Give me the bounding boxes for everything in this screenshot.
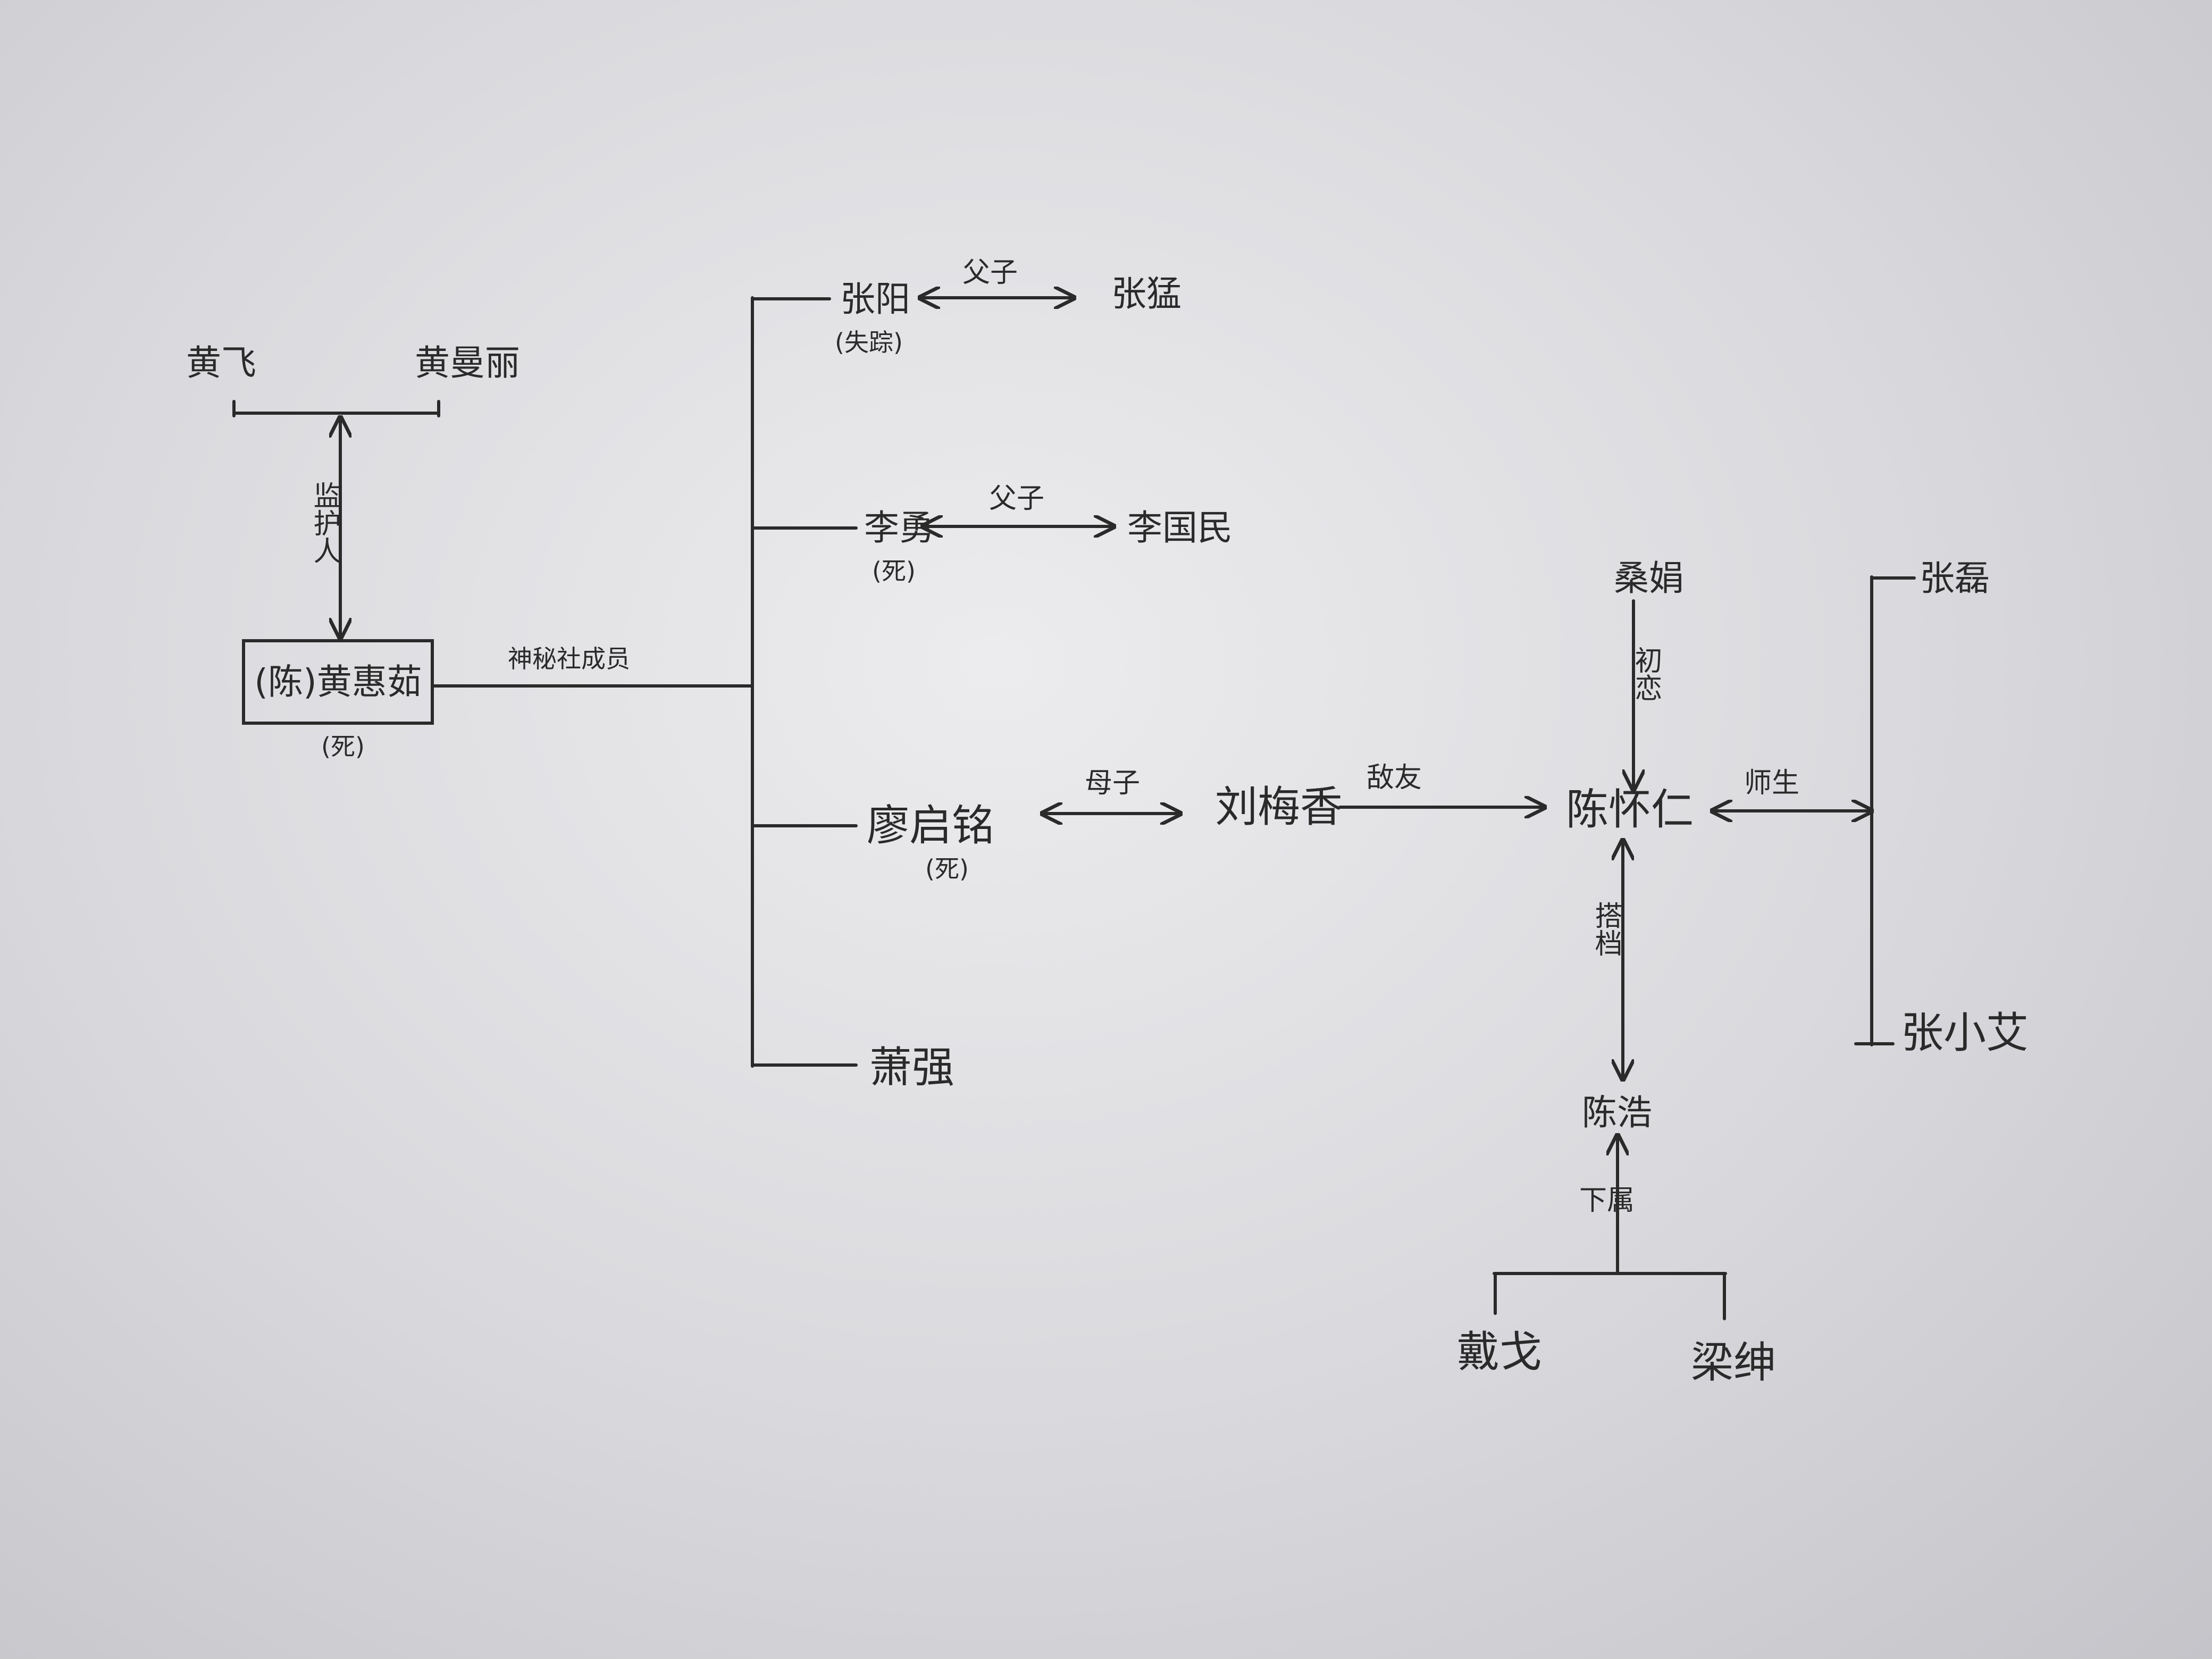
node-chen-huairen: 陈怀仁: [1566, 785, 1694, 834]
node-zhang-yang-note: (失踪): [835, 328, 903, 357]
node-li-yong-note: (死): [872, 557, 916, 585]
node-huang-fei: 黄飞: [186, 342, 256, 383]
relation-partner: 搭档: [1590, 901, 1622, 957]
relation-teacher-student: 师生: [1744, 767, 1799, 799]
relation-subordinate: 下属: [1579, 1185, 1635, 1217]
node-liao-qiming: 廖启铭: [867, 801, 994, 850]
node-zhang-lei: 张磊: [1920, 558, 1990, 599]
node-li-guomin: 李国民: [1127, 507, 1233, 548]
relation-first-love: 初恋: [1630, 646, 1662, 701]
node-huang-huiru-note: (死): [321, 732, 365, 761]
node-xun-qiang: 萧强: [869, 1043, 954, 1092]
node-box-huang-huiru: [242, 639, 434, 725]
node-liu-meixiang: 刘梅香: [1215, 782, 1343, 832]
node-chen-hao: 陈浩: [1582, 1092, 1652, 1133]
relation-guardian: 监护人: [308, 481, 340, 564]
node-dai-ge: 戴戈: [1457, 1327, 1542, 1377]
relation-father-son-2: 父子: [989, 483, 1044, 515]
node-liao-qiming-note: (死): [925, 854, 969, 883]
node-liang-shen: 梁绅: [1691, 1338, 1776, 1387]
node-zhang-yang: 张阳: [840, 279, 910, 320]
node-sang-juan: 桑娟: [1614, 558, 1684, 599]
node-huang-huiru: (陈)黄惠茹: [254, 661, 422, 702]
relation-society-member: 神秘社成员: [508, 644, 630, 673]
relation-enemy: 敌友: [1367, 762, 1422, 794]
relation-mother-son: 母子: [1085, 767, 1140, 799]
relation-father-son-1: 父子: [962, 257, 1018, 289]
node-huang-manli: 黄曼丽: [415, 342, 520, 383]
node-zhang-meng: 张猛: [1111, 273, 1182, 314]
node-zhang-xiaoai: 张小艾: [1901, 1008, 2029, 1058]
